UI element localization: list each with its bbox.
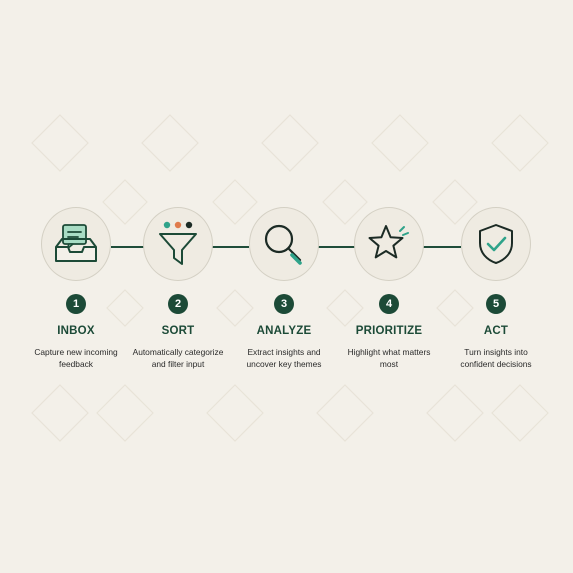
step-description: Turn insights into confident decisions — [460, 347, 532, 369]
step-sort: 2 SORT Automatically categorize and filt… — [123, 207, 233, 370]
step-title: ANALYZE — [256, 325, 312, 337]
step-number-badge: 3 — [274, 294, 294, 314]
dot-orange — [174, 221, 182, 229]
magnifying-glass-icon — [264, 224, 302, 265]
step-icon-circle — [354, 207, 424, 281]
step-inbox: 1 INBOX Capture new incoming feedback — [21, 207, 131, 370]
star-icon — [368, 225, 409, 259]
step-description: Automatically categorize and filter inpu… — [132, 347, 224, 369]
step-description: Capture new incoming feedback — [34, 347, 118, 369]
step-analyze: 3 ANALYZE Extract insights and uncover k… — [229, 207, 339, 370]
step-act: 5 ACT Turn insights into confident decis… — [441, 207, 551, 370]
connector-line-2-3 — [212, 246, 249, 248]
step-icon-circle — [249, 207, 319, 281]
connector-line-3-4 — [318, 246, 355, 248]
step-prioritize: 4 PRIORITIZE Highlight what matters most — [334, 207, 444, 370]
dot-dark — [185, 221, 193, 229]
step-icon-circle — [461, 207, 531, 281]
step-description: Extract insights and uncover key themes — [246, 347, 322, 369]
step-number-badge: 2 — [168, 294, 188, 314]
step-icon-circle — [143, 207, 213, 281]
funnel-filter-icon — [159, 221, 197, 265]
step-title: SORT — [161, 325, 195, 337]
connector-line-1-2 — [111, 246, 144, 248]
step-title: ACT — [483, 325, 509, 337]
dot-teal — [163, 221, 171, 229]
step-number-badge: 5 — [486, 294, 506, 314]
step-title: PRIORITIZE — [355, 325, 423, 337]
shield-check-icon — [479, 224, 513, 264]
connector-line-4-5 — [423, 246, 461, 248]
step-number-badge: 4 — [379, 294, 399, 314]
step-title: INBOX — [57, 325, 95, 337]
step-description: Highlight what matters most — [347, 347, 431, 369]
inbox-tray-icon — [55, 224, 97, 262]
step-number-badge: 1 — [66, 294, 86, 314]
step-icon-circle — [41, 207, 111, 281]
